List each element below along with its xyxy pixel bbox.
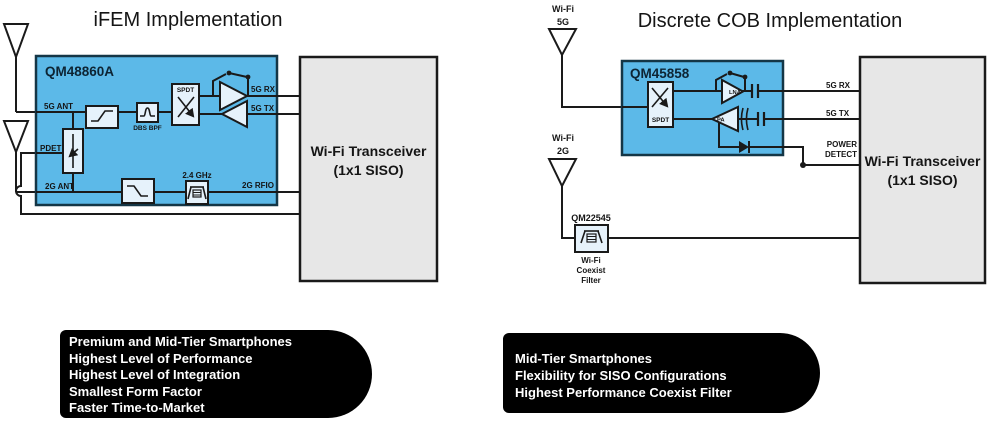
- label-5g-rx: 5G RX: [251, 85, 276, 94]
- spdt-cob-label: SPDT: [652, 117, 669, 124]
- transceiver-line2: (1x1 SISO): [333, 162, 403, 178]
- cob-diagram: Discrete COB Implementation Wi-Fi 5G Wi-…: [547, 4, 987, 285]
- coexist-caption-line2: Coexist: [577, 266, 606, 275]
- label-power: POWER: [827, 140, 857, 149]
- antenna-5g-icon: [2, 23, 30, 112]
- label-5g-ant: 5G ANT: [44, 102, 73, 111]
- transceiver-cob-line1: Wi-Fi Transceiver: [865, 153, 981, 169]
- feature-item: Highest Level of Performance: [69, 350, 253, 366]
- coexist-caption-line1: Wi-Fi: [581, 256, 600, 265]
- spdt-label: SPDT: [177, 87, 194, 94]
- baw-filter-2g4: [185, 180, 209, 205]
- qm45858-label: QM45858: [630, 66, 690, 81]
- rx-capacitor-icon: [750, 84, 760, 98]
- antenna-2g-icon: [2, 120, 30, 192]
- label-5g-tx: 5G TX: [251, 104, 275, 113]
- qm48860a-label: QM48860A: [45, 64, 114, 79]
- lna-amplifier-icon: [219, 80, 250, 112]
- highpass-filter: [85, 105, 119, 129]
- feature-item: Premium and Mid-Tier Smartphones: [69, 334, 292, 349]
- cob-transceiver-box: Wi-Fi Transceiver (1x1 SISO): [858, 55, 987, 285]
- detector-diode-icon: [739, 141, 750, 153]
- antenna-wifi2g-icon: [547, 158, 578, 239]
- ifem-title: iFEM Implementation: [94, 9, 283, 31]
- ifem-diagram: iFEM Implementation QM48860A: [2, 9, 439, 283]
- lna-amplifier-cob-icon: [721, 78, 746, 105]
- feature-item: Mid-Tier Smartphones: [515, 351, 653, 366]
- feature-item: Highest Performance Coexist Filter: [515, 385, 732, 400]
- qm22545-label: QM22545: [571, 213, 611, 223]
- ifem-transceiver-box: Wi-Fi Transceiver (1x1 SISO): [298, 55, 439, 283]
- label-pdet: PDET: [40, 144, 61, 153]
- feature-item: Faster Time-to-Market: [69, 400, 205, 415]
- ifem-benefits-callout: Premium and Mid-Tier Smartphones Highest…: [60, 330, 372, 418]
- feature-item: Highest Level of Integration: [69, 367, 241, 382]
- lna-label: LNA: [729, 90, 742, 96]
- pdet-coupler: [62, 128, 84, 174]
- label-detect: DETECT: [825, 150, 857, 159]
- label-5g-rx-cob: 5G RX: [826, 81, 851, 90]
- label-2g4-ghz: 2.4 GHz: [182, 171, 211, 180]
- cob-benefits-callout: Mid-Tier Smartphones Flexibility for SIS…: [503, 333, 820, 413]
- coexist-caption-line3: Filter: [581, 276, 601, 285]
- coexist-filter-box: [574, 224, 609, 253]
- pa-amplifier-cob-icon: [709, 105, 749, 133]
- cob-title: Discrete COB Implementation: [638, 10, 903, 32]
- tx-amplifier-icon: [219, 99, 248, 129]
- label-wifi-2g-line2: 2G: [557, 146, 569, 156]
- tx-capacitor-icon: [756, 112, 766, 126]
- pa-label: PA: [717, 118, 725, 124]
- spdt-switch-cob: [647, 81, 674, 128]
- label-wifi-2g-line1: Wi-Fi: [552, 133, 574, 143]
- spdt-switch: [171, 83, 200, 126]
- block-diagram: iFEM Implementation QM48860A: [2, 4, 987, 285]
- feature-item: Smallest Form Factor: [69, 383, 202, 399]
- dbs-bpf-label: DBS BPF: [133, 125, 162, 132]
- label-5g-tx-cob: 5G TX: [826, 109, 850, 118]
- label-2g-ant: 2G ANT: [45, 182, 74, 191]
- transceiver-cob-line2: (1x1 SISO): [887, 172, 957, 188]
- feature-item: Flexibility for SISO Configurations: [515, 368, 727, 383]
- qm48860a-module-box: [34, 54, 279, 207]
- label-wifi-5g-line1: Wi-Fi: [552, 4, 574, 14]
- label-2g-rfio: 2G RFIO: [242, 181, 274, 190]
- antenna-wifi5g-icon: [547, 28, 648, 108]
- dbs-bpf-filter: [136, 102, 159, 123]
- transceiver-line1: Wi-Fi Transceiver: [311, 143, 427, 159]
- cob-wires: [608, 70, 860, 239]
- lowpass-filter: [121, 178, 155, 204]
- label-wifi-5g-line2: 5G: [557, 17, 569, 27]
